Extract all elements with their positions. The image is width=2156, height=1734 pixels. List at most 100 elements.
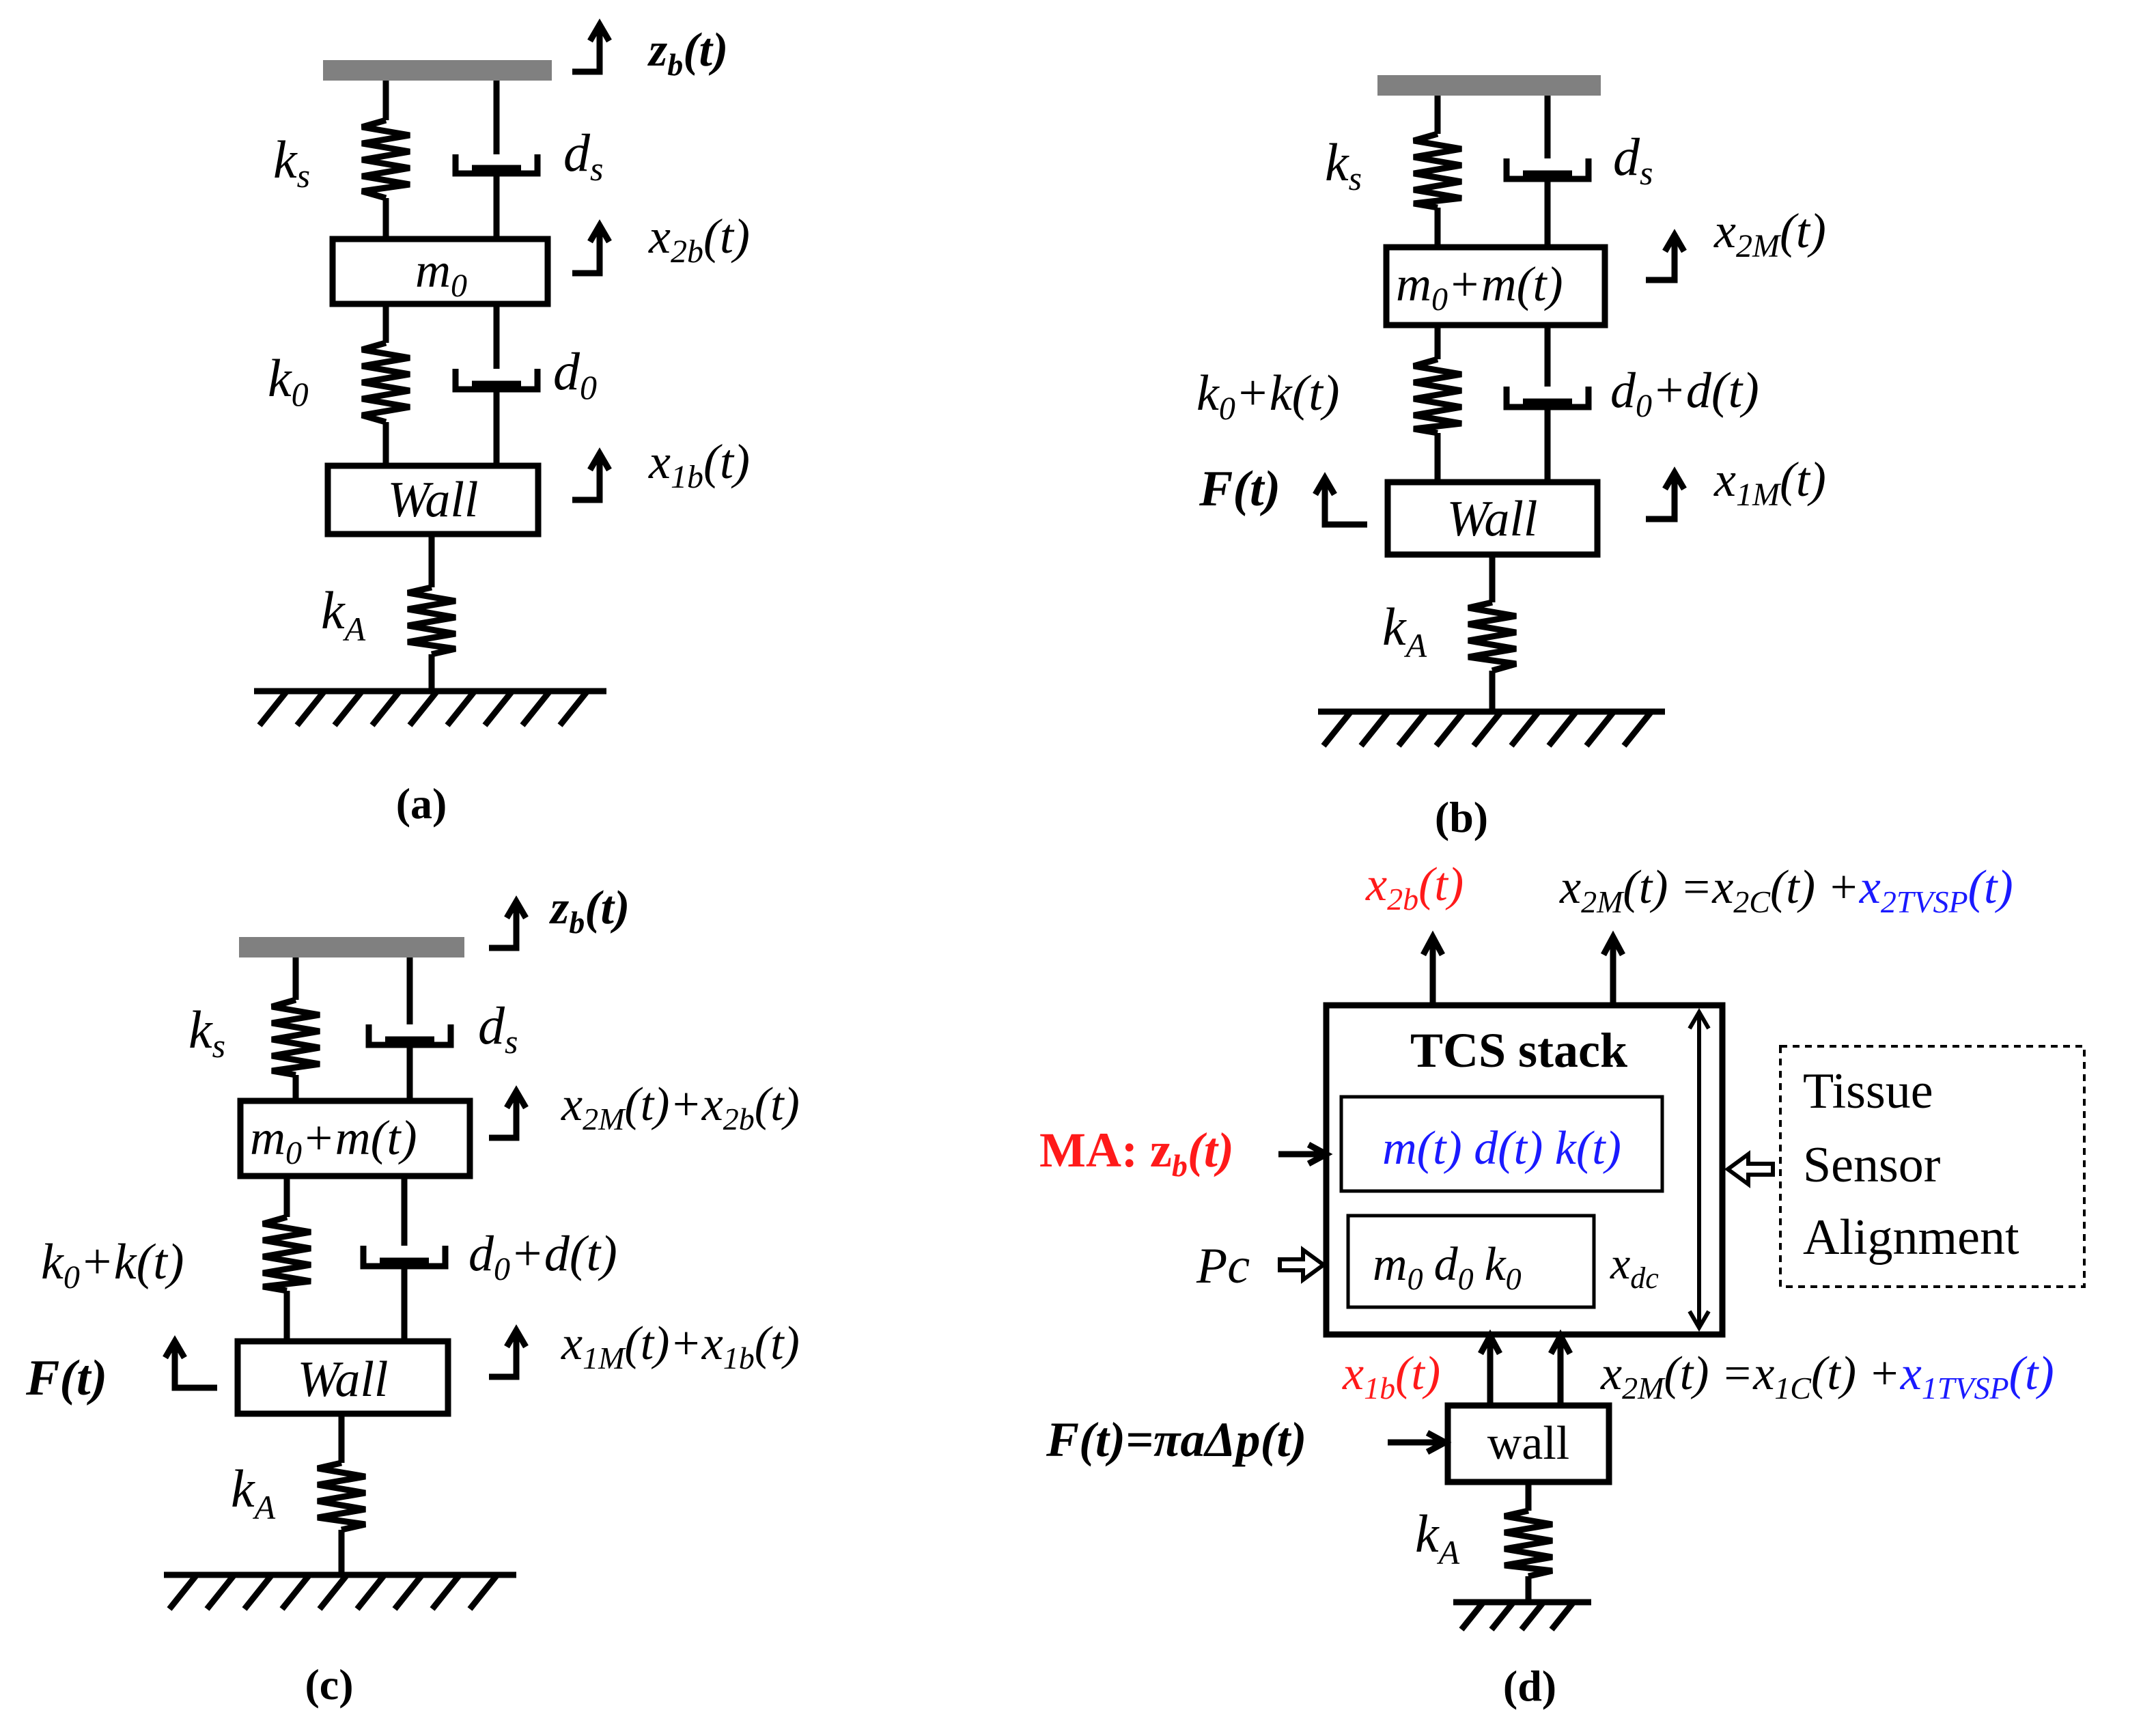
d-label: d0+d(t)	[1610, 363, 1759, 424]
wall-label: Wall	[388, 472, 479, 528]
spring-kA-icon	[406, 584, 457, 658]
disturbance-alignment: Alignment	[1803, 1209, 2019, 1265]
mass-box	[329, 236, 551, 307]
output-arrow-x2M-icon	[1601, 930, 1625, 1005]
disturbance-tissue: Tissue	[1803, 1063, 1933, 1119]
force-label: F(t)	[1199, 461, 1280, 517]
kA-label: kA	[321, 581, 366, 648]
caption-a: (a)	[396, 779, 447, 828]
bottom-x2M-equation: x2M(t) =x1C(t) +x1TVSP(t)	[1600, 1347, 2054, 1406]
x2-arrow-icon	[489, 1085, 529, 1141]
connector-lines	[382, 81, 500, 239]
xdc-dimension-arrow-icon	[1688, 1008, 1711, 1332]
panel-c: zb(t) ks ds m0+m(t) x2M(t)+x2b(t) k0+k(t…	[25, 882, 800, 1709]
spring-k0-icon	[361, 339, 410, 425]
spring-kA-icon	[1503, 1507, 1554, 1580]
zb-arrow-icon	[572, 18, 612, 75]
disturbance-sensor: Sensor	[1803, 1137, 1940, 1193]
mass-label: m0+m(t)	[1396, 257, 1563, 318]
output-arrow-x2b-icon	[1420, 930, 1445, 1005]
force-label: F(t)=πaΔp(t)	[1046, 1412, 1306, 1467]
ground-hatch-icon	[1453, 1599, 1591, 1632]
fixed-base-plate	[1377, 75, 1601, 96]
ma-input-label: MA: zb(t)	[1039, 1123, 1234, 1183]
connector-lines	[292, 957, 413, 1101]
fixed-base-plate	[239, 937, 464, 957]
x1-sum-label: x1M(t)+x1b(t)	[561, 1317, 800, 1375]
mass-box	[1383, 244, 1608, 328]
disturbance-box	[1779, 1045, 2086, 1288]
time-varying-params: m(t) d(t) k(t)	[1382, 1122, 1621, 1175]
ground-hatch-icon	[164, 1571, 516, 1611]
caption-b: (b)	[1435, 793, 1488, 841]
d-label: d0+d(t)	[468, 1226, 617, 1287]
ks-label: ks	[188, 1000, 225, 1065]
fixed-base-plate	[323, 60, 552, 81]
mass-label: m0	[415, 243, 467, 304]
spring-ks-icon	[1412, 130, 1462, 211]
force-arrow-icon	[1313, 472, 1367, 528]
ma-arrow-icon	[1278, 1142, 1333, 1166]
connector-lines-mid	[1434, 325, 1551, 482]
kA-label: kA	[231, 1459, 276, 1526]
spring-k-icon	[262, 1214, 311, 1294]
x2-label: x2M(t)	[1713, 204, 1826, 264]
damper-ds-icon	[1503, 158, 1592, 182]
mass-label: m0+m(t)	[250, 1110, 417, 1171]
ground-hatch-icon	[1318, 708, 1665, 748]
ks-label: ks	[273, 130, 310, 195]
k0-label: k0	[268, 348, 309, 413]
x1-arrow-icon	[572, 447, 612, 503]
ground-hatch-icon	[254, 688, 606, 727]
input-arrow-x1b-icon	[1478, 1329, 1502, 1406]
panel-a: zb(t) ks ds m0 x2b(t) k0 d0 Wall x1b(t) …	[254, 18, 750, 828]
x1-label: x1b(t)	[648, 434, 750, 495]
xdc-label: xdc	[1610, 1239, 1659, 1295]
x1-arrow-icon	[1646, 466, 1687, 522]
zb-arrow-icon	[489, 895, 529, 951]
spring-kA-icon	[316, 1459, 367, 1533]
damper-d0-icon	[452, 369, 541, 393]
wall-box	[1384, 479, 1601, 558]
x2-sum-label: x2M(t)+x2b(t)	[561, 1078, 800, 1136]
force-label: F(t)	[25, 1350, 107, 1406]
kA-label: kA	[1382, 597, 1427, 665]
x2-arrow-icon	[572, 219, 612, 277]
d0-label: d0	[553, 341, 597, 406]
x1-label: x1M(t)	[1713, 452, 1826, 513]
damper-d-icon	[1503, 387, 1592, 410]
damper-d-icon	[360, 1246, 449, 1270]
panel-d: x2b(t) x2M(t) =x2C(t) +x2TVSP(t) TCS sta…	[1039, 858, 2086, 1710]
x1-arrow-icon	[489, 1324, 529, 1380]
wall-label: Wall	[1447, 491, 1538, 547]
ds-label: ds	[478, 996, 518, 1061]
panel-b: ks ds m0+m(t) x2M(t) k0+k(t) d0+d(t) F(t…	[1196, 75, 1826, 841]
spring-ks-icon	[270, 996, 320, 1078]
fixed-params-box	[1346, 1214, 1596, 1309]
disturbance-hollow-arrow-icon	[1724, 1150, 1775, 1188]
wall-label: Wall	[298, 1352, 389, 1408]
ds-label: ds	[563, 123, 603, 188]
spring-kA-icon	[1467, 599, 1517, 674]
k-label: k0+k(t)	[1196, 365, 1339, 427]
spring-ks-icon	[361, 117, 410, 201]
ds-label: ds	[1613, 127, 1653, 192]
k-label: k0+k(t)	[41, 1234, 184, 1296]
x2-arrow-icon	[1646, 229, 1687, 283]
tcs-stack-title: TCS stack	[1410, 1023, 1627, 1078]
wall-box	[234, 1338, 451, 1417]
connector-lines-mid	[382, 304, 500, 466]
pc-label: Pc	[1196, 1238, 1250, 1294]
top-x2M-equation: x2M(t) =x2C(t) +x2TVSP(t)	[1559, 861, 2013, 919]
x2-label: x2b(t)	[648, 209, 750, 270]
ks-label: ks	[1325, 132, 1362, 197]
zb-label: zb(t)	[647, 24, 728, 82]
force-arrow-icon	[163, 1335, 217, 1391]
caption-d: (d)	[1503, 1662, 1556, 1710]
mass-box	[237, 1097, 473, 1179]
caption-c: (c)	[305, 1660, 353, 1709]
time-varying-params-box	[1339, 1095, 1664, 1193]
spring-k-icon	[1412, 356, 1462, 436]
